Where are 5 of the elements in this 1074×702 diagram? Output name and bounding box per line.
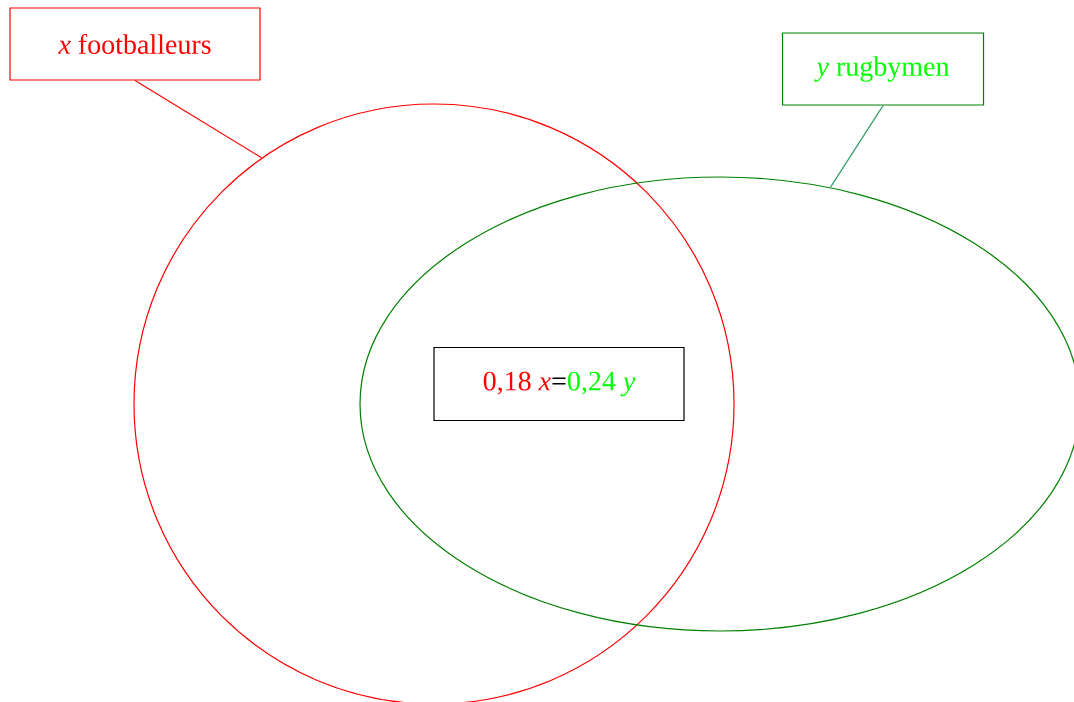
label-box: y rugbymen <box>781 32 985 106</box>
leader-line <box>134 80 263 159</box>
formula-box: 0,18 x=0,24 y <box>433 346 685 422</box>
label-box: x footballeurs <box>9 7 261 81</box>
leader-line <box>829 105 884 188</box>
